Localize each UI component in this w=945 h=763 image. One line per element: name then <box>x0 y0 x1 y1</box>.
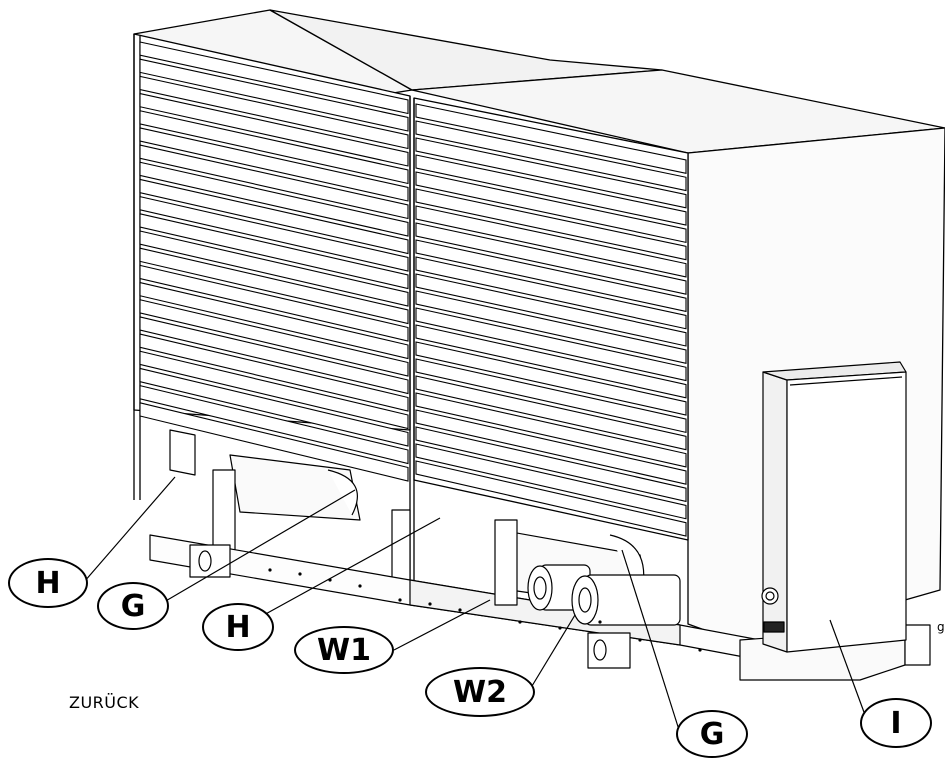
right-louver-1 <box>415 103 687 174</box>
rivet-5 <box>398 598 402 602</box>
valve-left <box>169 429 196 476</box>
right-louver-6 <box>415 188 687 261</box>
left-louver-18 <box>139 333 409 412</box>
left-louver-20 <box>139 367 409 447</box>
leader-h-left <box>83 476 176 583</box>
back-link[interactable]: ZURÜCK <box>69 693 140 712</box>
callout-w2: W2 <box>425 667 535 717</box>
left-louver-12 <box>139 230 409 307</box>
right-louver-2 <box>415 120 687 192</box>
left-louver-10 <box>139 195 409 272</box>
right-louver-13 <box>415 307 687 382</box>
stray-text: g <box>937 620 945 634</box>
right-louver-8 <box>415 222 687 295</box>
callout-w1: W1 <box>294 626 394 674</box>
motor-housing-left <box>229 454 361 521</box>
right-louver-14 <box>415 324 687 399</box>
right-louver-21 <box>415 443 687 520</box>
left-louver-14 <box>139 264 409 342</box>
electrical-cabinet-door <box>786 371 907 653</box>
cable-gland <box>761 587 779 605</box>
right-louver-9 <box>415 239 687 313</box>
bracket-left <box>212 469 236 551</box>
right-louver-15 <box>415 341 687 416</box>
rivet-4 <box>358 584 362 588</box>
bracket-right <box>494 519 518 606</box>
rivet-7 <box>458 608 462 612</box>
rivet-2 <box>298 572 302 576</box>
right-louver-22 <box>415 460 687 537</box>
left-louver-15 <box>139 281 409 360</box>
callout-g-right: G <box>676 710 748 758</box>
left-louver-4 <box>139 92 409 167</box>
left-louver-8 <box>139 161 409 237</box>
left-louver-13 <box>139 247 409 325</box>
leader-w1 <box>393 599 491 651</box>
support-right-end <box>904 624 931 666</box>
rivet-10 <box>598 620 602 624</box>
leader-g-right <box>621 549 681 734</box>
right-louver-5 <box>415 171 687 244</box>
right-louver-12 <box>415 290 687 364</box>
rivet-12 <box>698 648 702 652</box>
left-louver-21 <box>139 384 409 465</box>
left-louver-5 <box>139 110 409 185</box>
right-louver-7 <box>415 205 687 278</box>
leader-h-mid <box>261 517 441 617</box>
leader-g-left <box>163 489 356 603</box>
left-louver-2 <box>139 58 409 132</box>
left-louver-3 <box>139 75 409 150</box>
right-louver-3 <box>415 137 687 209</box>
leader-w2 <box>531 614 576 687</box>
left-louver-17 <box>139 316 409 395</box>
left-louver-16 <box>139 299 409 377</box>
callout-i: I <box>860 698 932 748</box>
right-louver-10 <box>415 256 687 330</box>
support-foot-left <box>189 544 231 578</box>
left-louver-22 <box>139 402 409 482</box>
right-louver-18 <box>415 392 687 468</box>
right-louver-16 <box>415 358 687 434</box>
right-louver-11 <box>415 273 687 347</box>
callout-h-left: H <box>8 558 88 608</box>
rivet-9 <box>558 626 562 630</box>
left-louver-19 <box>139 350 409 430</box>
right-louver-4 <box>415 154 687 226</box>
top-panel-right <box>411 69 945 154</box>
rivet-1 <box>268 568 272 572</box>
left-louver-6 <box>139 127 409 202</box>
electrical-cabinet-side <box>762 371 788 653</box>
callout-h-mid: H <box>202 603 274 651</box>
fan-guard-left <box>327 469 358 516</box>
callout-g-left: G <box>97 582 169 630</box>
right-louver-19 <box>415 409 687 485</box>
left-louver-1 <box>139 41 409 115</box>
rivet-11 <box>638 638 642 642</box>
rivet-8 <box>518 620 522 624</box>
support-foot-right <box>587 632 631 669</box>
left-louver-9 <box>139 178 409 255</box>
bracket-mid <box>391 509 411 581</box>
left-louver-7 <box>139 144 409 220</box>
right-louver-20 <box>415 426 687 503</box>
left-louver-11 <box>139 213 409 290</box>
right-louver-17 <box>415 375 687 451</box>
rivet-6 <box>428 602 432 606</box>
leader-i <box>829 619 869 724</box>
